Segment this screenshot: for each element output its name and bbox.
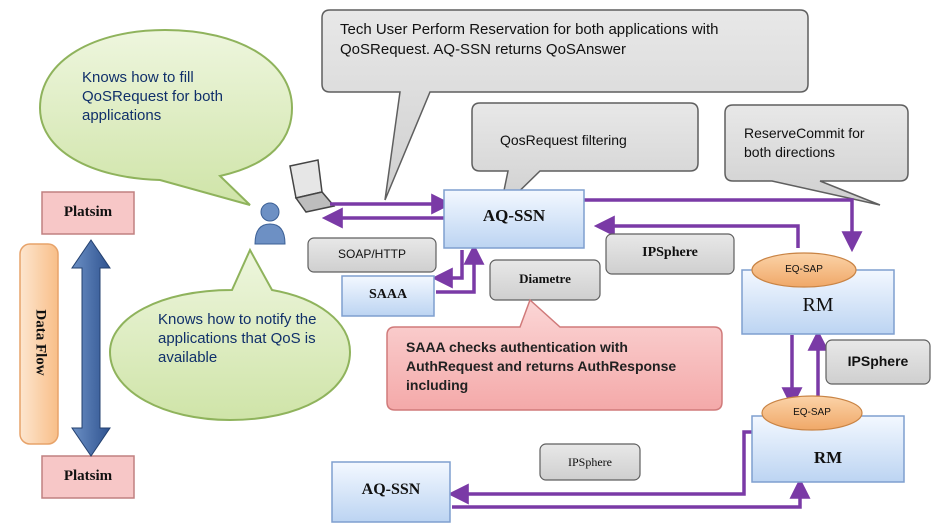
data-flow-arrow (71, 239, 111, 457)
soap-http-box (307, 237, 437, 273)
eq-sap-bottom-label: EQ-SAP (793, 407, 831, 418)
ipsphere-center-label: IPSphere (642, 245, 698, 260)
saaa-label: SAAA (368, 287, 408, 302)
diametre-box (489, 259, 601, 301)
ipsphere-right-label: IPSphere (847, 353, 909, 369)
rm-top-label: RM (802, 294, 834, 316)
data-flow-label: Data Flow (32, 309, 49, 376)
callout-reserve-commit (724, 104, 909, 206)
aq-ssn-top-box (443, 189, 585, 249)
ipsphere-right-box (825, 339, 931, 385)
data-flow-box (19, 243, 59, 445)
platsim-top-box (41, 191, 135, 235)
ipsphere-center-box (605, 233, 735, 275)
diametre-label: Diametre (519, 271, 571, 286)
ipsphere-bottom-label: IPSphere (568, 455, 612, 469)
connector-arrows (321, 193, 863, 509)
bubble-notify-qos (108, 247, 352, 422)
saaa-auth-note (386, 298, 723, 411)
platsim-bottom-box (41, 455, 135, 499)
bubble-fill-qos-text: Knows how to fill QoSRequest for both ap… (82, 69, 223, 124)
callout-tech-user-text: Tech User Perform Reservation for both a… (340, 21, 719, 58)
eq-sap-bottom-oval (761, 395, 863, 431)
aq-ssn-bottom-label: AQ-SSN (361, 481, 421, 498)
ipsphere-bottom-box (539, 443, 641, 481)
bubble-fill-qos (38, 28, 294, 206)
aq-ssn-bottom-box (331, 461, 451, 523)
laptop-icon (289, 159, 336, 213)
bubble-notify-qos-text: Knows how to notify the applications tha… (158, 311, 317, 366)
soap-http-label: SOAP/HTTP (337, 247, 406, 261)
platsim-top-label: Platsim (63, 204, 113, 220)
callout-tech-user (321, 9, 809, 201)
user-icon (254, 202, 286, 245)
aq-ssn-top-label: AQ-SSN (482, 206, 546, 225)
saaa-auth-note-text: SAAA checks authentication with AuthRequ… (406, 339, 677, 393)
callout-qos-filtering-text: QosRequest filtering (500, 132, 627, 148)
eq-sap-top-oval (751, 252, 857, 288)
rm-bottom-label: RM (813, 448, 843, 467)
platsim-bottom-label: Platsim (63, 468, 113, 484)
callout-reserve-commit-text: ReserveCommit for both directions (744, 125, 865, 160)
eq-sap-top-label: EQ-SAP (785, 264, 823, 275)
saaa-box (341, 275, 435, 317)
